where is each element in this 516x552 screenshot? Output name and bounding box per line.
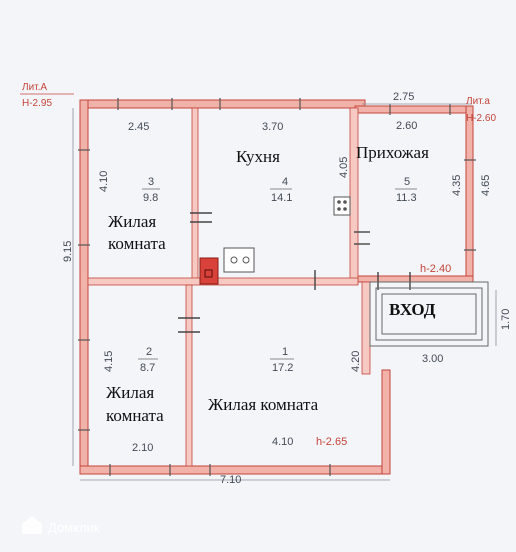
lit-a-label: Лит.А [22, 82, 47, 93]
dim-porch-width: 3.00 [422, 353, 443, 365]
house-logo-icon [22, 516, 42, 534]
room4-number: 4 [282, 176, 288, 188]
dimension-lines [72, 103, 497, 481]
room5-area: 11.3 [396, 192, 417, 204]
room1-area: 17.2 [272, 362, 293, 374]
doors [178, 212, 411, 333]
room5-number: 5 [404, 176, 410, 188]
dim-total-height: 9.15 [62, 241, 74, 262]
dim-r5-height: 4.35 [451, 175, 463, 196]
height-room1: h-2.65 [316, 436, 347, 448]
dim-total-width: 7.10 [220, 474, 241, 486]
dim-r4-height: 4.05 [338, 157, 350, 178]
lit-a-right-label: Лит.а [466, 96, 490, 107]
room2-area: 8.7 [140, 362, 155, 374]
dim-r2-height: 4.15 [103, 351, 115, 372]
interior-walls [87, 107, 371, 467]
stove-block [199, 257, 219, 285]
watermark: Домклик [22, 516, 100, 535]
room2-label-line2: комната [106, 406, 164, 425]
room3-area: 9.8 [143, 192, 158, 204]
room1-label: Жилая комната [208, 395, 319, 414]
dim-porch-height: 1.70 [500, 309, 512, 330]
room3-number: 3 [148, 176, 154, 188]
dim-r3-height: 4.10 [98, 171, 110, 192]
dim-r5-width: 2.60 [396, 120, 417, 132]
entry-label: ВХОД [389, 300, 436, 319]
height-prikhozhaya: h-2.40 [420, 263, 451, 275]
porch [369, 281, 489, 347]
room3-label-line2: комната [108, 234, 166, 253]
dim-r5-outer-height: 4.65 [480, 175, 492, 196]
room2-label-line1: Жилая [106, 383, 154, 402]
cooker-icon [333, 196, 351, 216]
h-a-right-label: Н-2.60 [466, 113, 496, 124]
dim-top-right-outer: 2.75 [393, 91, 414, 103]
room1-number: 1 [282, 346, 288, 358]
room2-number: 2 [146, 346, 152, 358]
dim-r1-height: 4.20 [350, 351, 362, 372]
room3-label-line1: Жилая [108, 212, 156, 231]
outer-walls [79, 99, 474, 475]
windows [78, 98, 476, 476]
dim-r3-width: 2.45 [128, 121, 149, 133]
h-a-label: Н-2.95 [22, 98, 52, 109]
room4-area: 14.1 [271, 192, 292, 204]
dim-r1-width: 4.10 [272, 436, 293, 448]
sink-icon [223, 247, 255, 273]
watermark-text: Домклик [48, 520, 100, 535]
room5-label: Прихожая [356, 143, 429, 162]
dim-r4-width: 3.70 [262, 121, 283, 133]
room4-label: Кухня [236, 147, 280, 166]
dim-r2-width: 2.10 [132, 442, 153, 454]
